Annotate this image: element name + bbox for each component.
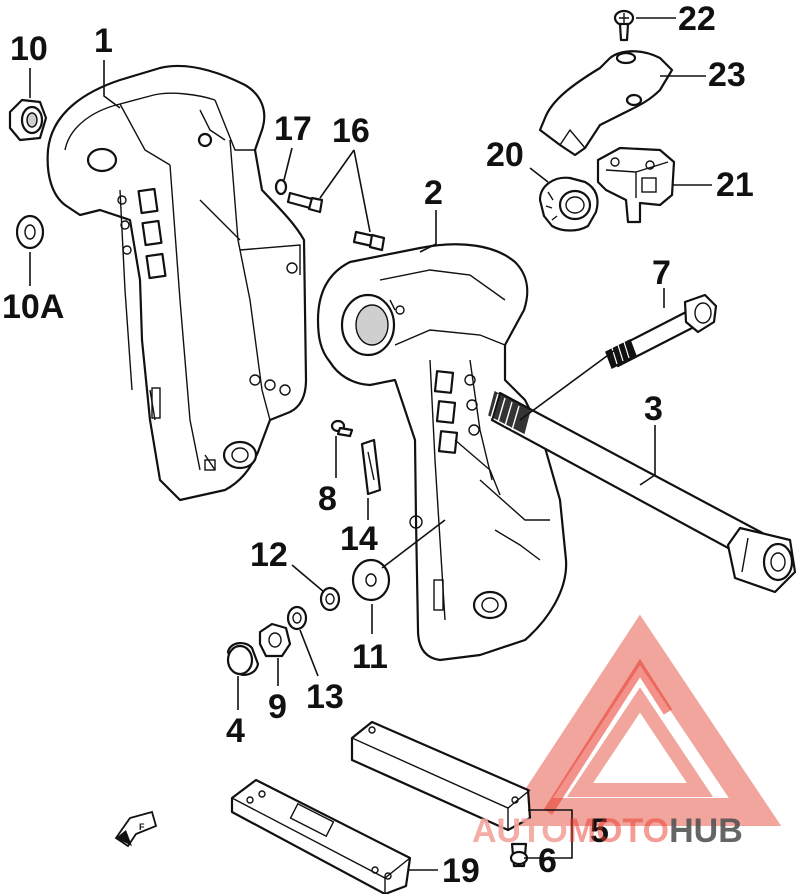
callout-12: 12 [250, 536, 288, 574]
watermark-logo [501, 614, 782, 826]
washer-12 [319, 586, 341, 612]
watermark-text-auto: AUTO [472, 812, 568, 850]
clip-21 [596, 146, 676, 224]
washer-17 [274, 178, 288, 196]
clamp-bracket-right [316, 243, 568, 662]
callout-22: 22 [678, 0, 716, 38]
callout-2: 2 [424, 174, 443, 212]
callout-7: 7 [652, 254, 671, 292]
screw-16a [286, 191, 324, 214]
screw-16b [352, 230, 386, 252]
plate-5 [350, 720, 532, 832]
knob-20 [538, 176, 599, 232]
front-arrow-icon: F [114, 810, 158, 848]
leader-lines [29, 17, 712, 871]
callout-14: 14 [340, 520, 378, 558]
callout-9: 9 [268, 688, 287, 726]
callout-10: 10 [10, 30, 48, 68]
callout-20: 20 [486, 136, 524, 174]
nut-10 [8, 98, 48, 142]
screw-22 [613, 9, 635, 42]
callout-labels: 10 1 10A 17 16 2 22 23 20 21 7 3 8 14 12… [2, 0, 754, 890]
pin-14 [360, 438, 382, 496]
callout-5: 5 [590, 812, 609, 850]
cover-23 [538, 50, 674, 157]
callout-13: 13 [306, 678, 344, 716]
screw-8 [330, 419, 354, 438]
washer-13 [286, 605, 308, 631]
callout-23: 23 [708, 56, 746, 94]
washer-10a [15, 214, 45, 250]
watermark-text: AUTOMOTOHUB [472, 812, 743, 850]
callout-1: 1 [94, 22, 113, 60]
clamp-bracket-left [46, 64, 308, 502]
svg-text:AUTOMOTOHUB: AUTOMOTOHUB [472, 812, 743, 850]
callout-19: 19 [442, 852, 480, 890]
plate-19 [230, 778, 412, 894]
watermark-text-hub: HUB [669, 812, 743, 850]
callout-21: 21 [716, 166, 754, 204]
front-arrow-label: F [139, 822, 145, 832]
callout-3: 3 [644, 390, 663, 428]
watermark-text-moto: MOTO [568, 812, 669, 850]
bolt-7 [605, 293, 718, 370]
callout-10a: 10A [2, 288, 64, 326]
callout-6: 6 [538, 842, 557, 880]
callout-17: 17 [274, 110, 312, 148]
bushing-4 [226, 642, 260, 676]
callout-8: 8 [318, 480, 337, 518]
callout-16: 16 [332, 112, 370, 150]
nut-9 [258, 622, 292, 658]
callout-11: 11 [352, 638, 388, 676]
callout-4: 4 [226, 712, 245, 750]
screw-6 [509, 842, 529, 868]
washer-11 [351, 558, 391, 602]
tilt-tube-3 [488, 390, 797, 594]
